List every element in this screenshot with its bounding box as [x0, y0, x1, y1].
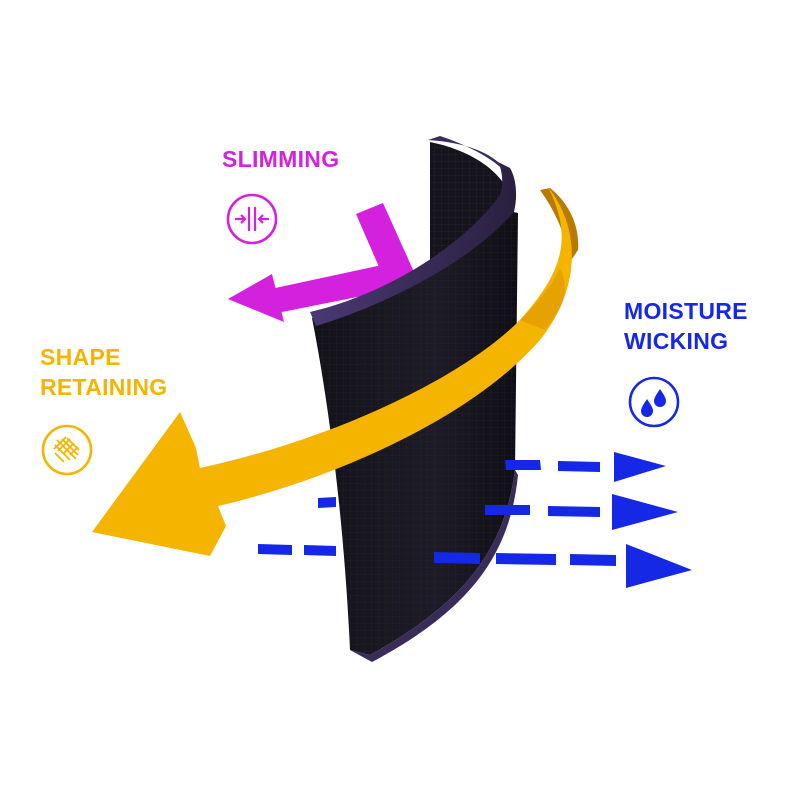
shape-retaining-label: SHAPE RETAINING [40, 342, 168, 402]
moisture-wicking-label-line1: MOISTURE [624, 298, 748, 324]
fabric-weave-icon [41, 424, 93, 476]
moisture-wicking-label-line2: WICKING [624, 328, 729, 354]
compress-arrows-icon [226, 193, 278, 245]
shape-retaining-label-line2: RETAINING [40, 374, 168, 400]
moisture-arrow-1 [505, 452, 666, 482]
shape-retaining-arrow [92, 187, 579, 556]
slimming-arrow [228, 203, 414, 322]
slimming-label: SLIMMING [222, 144, 339, 174]
water-drops-icon [628, 376, 680, 428]
fabric-panel-edge [310, 162, 517, 326]
moisture-arrow-2 [318, 494, 678, 530]
moisture-wicking-label: MOISTURE WICKING [624, 296, 748, 356]
moisture-arrow-3 [258, 544, 692, 588]
shape-retaining-label-line1: SHAPE [40, 344, 121, 370]
slimming-label-line1: SLIMMING [222, 146, 340, 172]
